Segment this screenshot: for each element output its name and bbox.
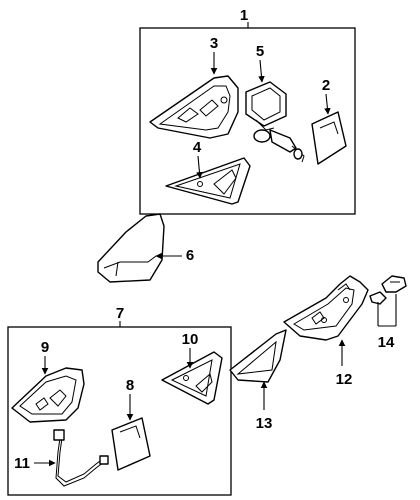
- callout-10: 10: [182, 331, 199, 348]
- part-5-mirror-actuator: [245, 81, 305, 163]
- callout-11: 11: [14, 455, 30, 472]
- callout-5: 5: [256, 43, 264, 60]
- part-11-wiring-harness: [53, 429, 109, 487]
- part-8-mirror-glass: [111, 417, 151, 471]
- callout-6: 6: [186, 247, 194, 264]
- part-4-triangle-bracket: [165, 157, 251, 205]
- part-9-mirror-housing: [11, 367, 85, 423]
- part-13-lower-cover: [229, 329, 287, 383]
- callout-1: 1: [240, 7, 248, 24]
- leader-4: [196, 155, 203, 179]
- leader-2: [324, 93, 331, 115]
- callout-9: 9: [41, 339, 49, 356]
- part-14-clips: [369, 275, 407, 305]
- callout-7: 7: [116, 305, 124, 322]
- callout-4: 4: [193, 139, 202, 156]
- callout-13: 13: [256, 415, 273, 432]
- part-2-mirror-glass: [311, 111, 347, 165]
- leader-5: [258, 59, 265, 83]
- callout-8: 8: [126, 377, 134, 394]
- part-12-trim-panel: [283, 275, 369, 341]
- callout-14: 14: [378, 334, 395, 351]
- callout-12: 12: [336, 371, 353, 388]
- callout-2: 2: [322, 77, 330, 94]
- part-6-cover-cap: [97, 213, 165, 283]
- part-3-mirror-cover: [149, 75, 239, 139]
- callout-3: 3: [210, 35, 218, 52]
- part-10-triangle-bracket: [161, 351, 223, 405]
